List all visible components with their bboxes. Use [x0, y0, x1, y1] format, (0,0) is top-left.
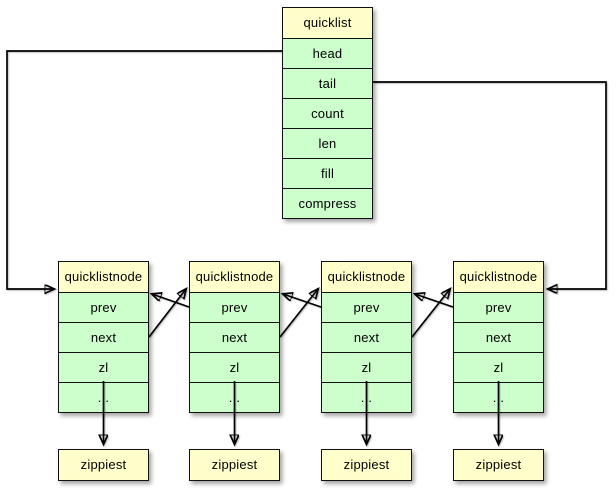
ziplist-2-label: zippiest	[190, 450, 279, 480]
quicklistnode-4: quicklistnode prev next zl . .	[453, 261, 544, 413]
quicklistnode-1: quicklistnode prev next zl . .	[58, 261, 149, 413]
ziplist-2: zippiest	[189, 449, 280, 481]
quicklistnode-4-field-prev: prev	[454, 292, 543, 322]
quicklistnode-1-field-ellipsis: . .	[59, 382, 148, 412]
ziplist-3-label: zippiest	[322, 450, 411, 480]
quicklistnode-3-field-next: next	[322, 322, 411, 352]
quicklistnode-4-field-ellipsis: . .	[454, 382, 543, 412]
quicklist-struct: quicklist head tail count len fill compr…	[282, 7, 373, 219]
next-arrow-node3-node4	[411, 289, 450, 338]
quicklistnode-3: quicklistnode prev next zl . .	[321, 261, 412, 413]
quicklist-title: quicklist	[283, 8, 372, 38]
quicklistnode-2-field-ellipsis: . .	[190, 382, 279, 412]
quicklistnode-2-title: quicklistnode	[190, 262, 279, 292]
quicklistnode-2-field-zl: zl	[190, 352, 279, 382]
quicklistnode-1-title: quicklistnode	[59, 262, 148, 292]
quicklistnode-4-title: quicklistnode	[454, 262, 543, 292]
ziplist-1: zippiest	[58, 449, 149, 481]
quicklist-field-len: len	[283, 128, 372, 158]
quicklistnode-1-field-zl: zl	[59, 352, 148, 382]
ziplist-3: zippiest	[321, 449, 412, 481]
prev-arrow-node2-node1	[152, 294, 190, 308]
quicklistnode-4-field-next: next	[454, 322, 543, 352]
quicklist-field-tail: tail	[283, 68, 372, 98]
quicklist-field-count: count	[283, 98, 372, 128]
next-arrow-node1-node2	[148, 289, 186, 338]
ziplist-1-label: zippiest	[59, 450, 148, 480]
quicklistnode-4-field-zl: zl	[454, 352, 543, 382]
quicklist-field-compress: compress	[283, 188, 372, 218]
prev-arrow-node3-node2	[283, 294, 322, 308]
quicklist-field-head: head	[283, 38, 372, 68]
next-arrow-node2-node3	[279, 289, 318, 338]
ziplist-4: zippiest	[453, 449, 544, 481]
quicklistnode-1-field-next: next	[59, 322, 148, 352]
quicklistnode-1-field-prev: prev	[59, 292, 148, 322]
quicklistnode-3-title: quicklistnode	[322, 262, 411, 292]
quicklistnode-2: quicklistnode prev next zl . .	[189, 261, 280, 413]
quicklistnode-2-field-prev: prev	[190, 292, 279, 322]
ziplist-4-label: zippiest	[454, 450, 543, 480]
quicklistnode-3-field-prev: prev	[322, 292, 411, 322]
quicklist-field-fill: fill	[283, 158, 372, 188]
head-pointer-arrow	[6, 50, 282, 289]
prev-arrow-node4-node3	[415, 294, 454, 308]
quicklistnode-3-field-zl: zl	[322, 352, 411, 382]
quicklistnode-3-field-ellipsis: . .	[322, 382, 411, 412]
tail-pointer-arrow	[373, 81, 607, 289]
quicklistnode-2-field-next: next	[190, 322, 279, 352]
